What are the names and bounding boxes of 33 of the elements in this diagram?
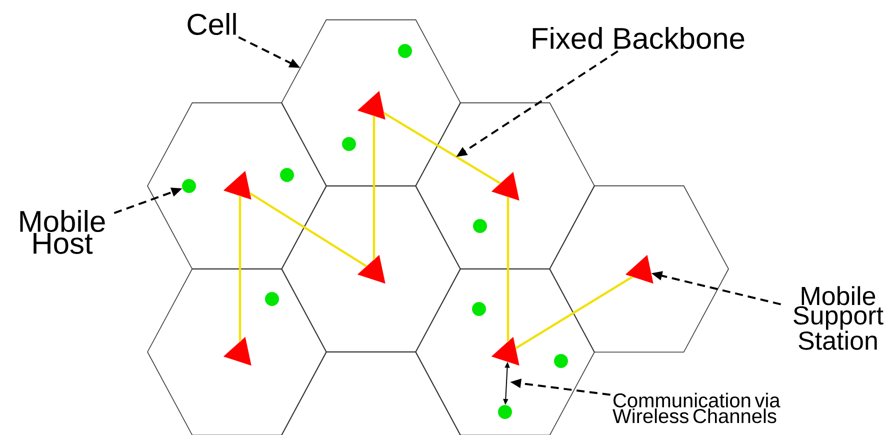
- label-text: Fixed Backbone: [532, 26, 744, 49]
- mobile-host-dot: [398, 44, 412, 58]
- cell-hexagon: [549, 185, 729, 353]
- base-station-triangle: [223, 336, 252, 366]
- base-station-triangle: [357, 90, 386, 120]
- base-station-triangle: [223, 170, 252, 200]
- label-text: Cell: [188, 12, 236, 35]
- base-station-triangle: [625, 254, 654, 284]
- backbone-line: [506, 196, 510, 342]
- label-text: Mobile Support Station: [794, 286, 884, 350]
- label-text: Communication via Wireless Channels: [612, 392, 780, 424]
- mobile-host-dot: [554, 354, 568, 368]
- mobile-host-dot: [265, 292, 279, 306]
- cell-hexagon: [281, 185, 461, 353]
- base-station-triangle: [491, 172, 520, 201]
- base-station-triangle: [357, 254, 386, 284]
- base-station-triangle: [491, 336, 520, 366]
- backbone-line: [515, 276, 634, 350]
- mobile-host-dot: [472, 302, 486, 316]
- cell-hexagon: [281, 19, 461, 187]
- mobile-host-dot: [280, 168, 294, 182]
- backbone-line: [238, 196, 242, 342]
- backbone-line: [249, 192, 368, 268]
- label-text: Mobile Host: [20, 210, 105, 254]
- mobile-host-dot: [182, 179, 196, 193]
- mobile-host-dot: [342, 137, 356, 151]
- mobile-host-dot: [473, 219, 487, 233]
- mobile-host-dot: [498, 404, 512, 419]
- cell-hexagon: [281, 351, 461, 435]
- cell-hexagon: [415, 102, 595, 270]
- backbone-line: [383, 112, 501, 184]
- cell-hexagon: [147, 102, 327, 270]
- backbone-line: [372, 116, 376, 260]
